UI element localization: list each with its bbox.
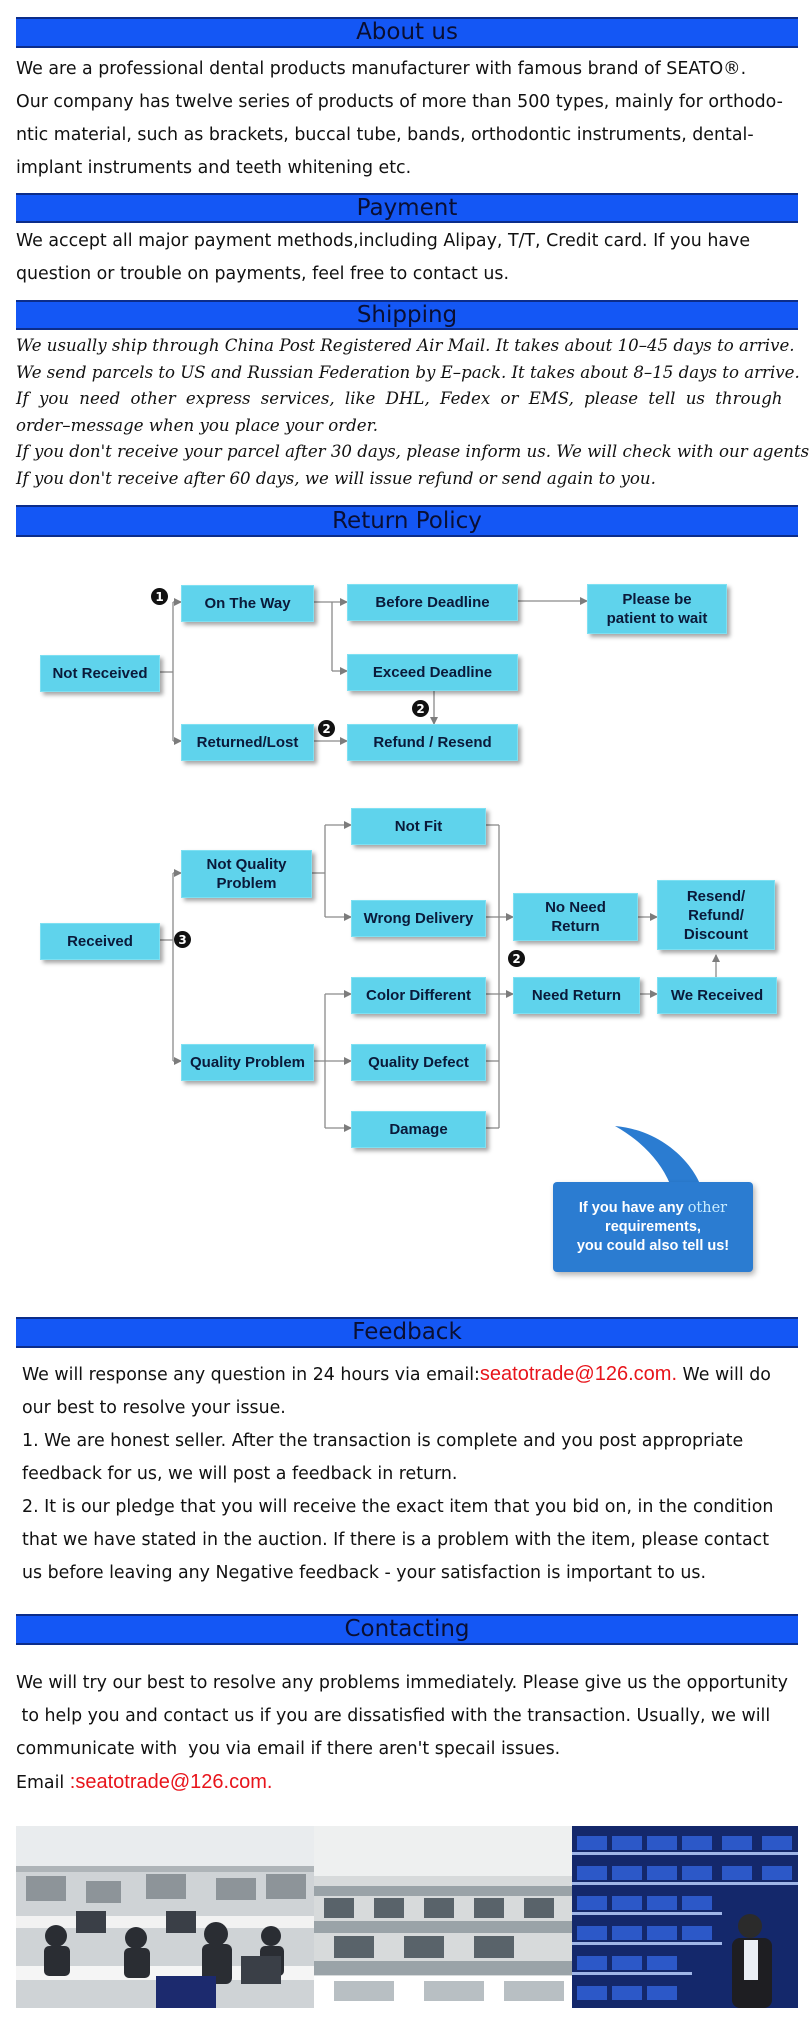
payment-line: We accept all major payment methods,incl…	[16, 231, 751, 251]
shipping-heading: Shipping	[356, 301, 458, 328]
about-line: We are a professional dental products ma…	[16, 59, 747, 79]
shipping-line: We send parcels to US and Russian Federa…	[16, 362, 800, 382]
payment-heading: Payment	[356, 194, 458, 221]
feedback-email[interactable]: seatotrade@126.com.	[479, 1363, 678, 1385]
node-quality-defect: Quality Defect	[351, 1044, 486, 1081]
node-refund-resend: Refund / Resend	[347, 724, 518, 761]
contacting-line: communicate with you via email if there …	[16, 1739, 561, 1759]
feedback-line: feedback for us, we will post a feedback…	[22, 1464, 458, 1484]
warehouse-photo	[572, 1826, 798, 2008]
node-please-be-patient: Please be patient to wait	[587, 584, 727, 634]
node-on-the-way: On The Way	[181, 585, 314, 622]
node-damage: Damage	[351, 1111, 486, 1148]
about-heading-band: About us	[16, 17, 798, 48]
node-no-need-return: No Need Return	[513, 893, 638, 941]
node-not-received: Not Received	[40, 655, 160, 692]
node-color-different: Color Different	[351, 977, 486, 1014]
feedback-line: that we have stated in the auction. If t…	[22, 1530, 770, 1550]
node-received: Received	[40, 923, 160, 960]
bubble-text: you could also tell us!	[576, 1237, 730, 1254]
contacting-line: to help you and contact us if you are di…	[16, 1706, 771, 1726]
about-line: ntic material, such as brackets, buccal …	[16, 125, 754, 145]
return-policy-heading: Return Policy	[332, 507, 482, 534]
node-not-quality-problem: Not Quality Problem	[181, 850, 312, 898]
node-exceed-deadline: Exceed Deadline	[347, 654, 518, 691]
office-photo	[16, 1826, 314, 2008]
contacting-email-label: Email	[16, 1773, 70, 1793]
contacting-heading-band: Contacting	[16, 1614, 798, 1645]
shipping-line: We usually ship through China Post Regis…	[16, 336, 795, 355]
step-marker-3: 3	[174, 931, 191, 948]
shipping-line: If you need other express services, like…	[16, 389, 783, 408]
node-wrong-delivery: Wrong Delivery	[351, 900, 486, 937]
contacting-email[interactable]: :seatotrade@126.com.	[69, 1771, 273, 1793]
node-not-fit: Not Fit	[351, 808, 486, 845]
contacting-text: We will try our best to resolve any prob…	[16, 1667, 796, 1800]
about-line: implant instruments and teeth whitening …	[16, 158, 412, 178]
about-text: We are a professional dental products ma…	[16, 53, 796, 185]
bubble-text-highlight: other	[687, 1199, 728, 1216]
other-requirements-bubble: If you have any other requirements, you …	[553, 1182, 753, 1272]
step-marker-1: 1	[151, 588, 168, 605]
node-before-deadline: Before Deadline	[347, 584, 518, 621]
feedback-line: We will do	[677, 1365, 771, 1385]
node-quality-problem: Quality Problem	[181, 1044, 314, 1081]
node-we-received: We Received	[657, 977, 777, 1014]
contacting-line: We will try our best to resolve any prob…	[16, 1673, 788, 1693]
shipping-line: If you don't receive your parcel after 3…	[16, 442, 809, 461]
step-marker-2: 2	[508, 950, 525, 967]
node-resend-refund-discount: Resend/ Refund/ Discount	[657, 880, 775, 950]
feedback-line: 2. It is our pledge that you will receiv…	[22, 1497, 774, 1517]
shipping-text: We usually ship through China Post Regis…	[16, 333, 809, 492]
payment-heading-band: Payment	[16, 193, 798, 223]
bubble-text: requirements,	[605, 1218, 701, 1235]
factory-photo	[314, 1826, 572, 2008]
about-line: Our company has twelve series of product…	[16, 92, 783, 112]
bubble-text: If you have any	[578, 1199, 688, 1216]
shipping-heading-band: Shipping	[16, 300, 798, 330]
feedback-line: We will response any question in 24 hour…	[22, 1365, 480, 1385]
feedback-heading-band: Feedback	[16, 1317, 798, 1348]
contacting-heading: Contacting	[344, 1616, 470, 1642]
payment-line: question or trouble on payments, feel fr…	[16, 264, 510, 284]
about-heading: About us	[356, 19, 458, 45]
shipping-line: If you don't receive after 60 days, we w…	[16, 468, 656, 488]
feedback-line: our best to resolve your issue.	[22, 1398, 286, 1418]
step-marker-2: 2	[318, 720, 335, 737]
shipping-line: order–message when you place your order.	[16, 415, 379, 435]
feedback-line: 1. We are honest seller. After the trans…	[22, 1431, 744, 1451]
feedback-text: We will response any question in 24 hour…	[22, 1358, 802, 1590]
return-policy-flowchart-lines	[158, 597, 720, 1184]
feedback-heading: Feedback	[352, 1319, 462, 1345]
node-need-return: Need Return	[513, 977, 640, 1014]
step-marker-2: 2	[412, 700, 429, 717]
payment-text: We accept all major payment methods,incl…	[16, 225, 796, 291]
feedback-line: us before leaving any Negative feedback …	[22, 1563, 707, 1583]
node-returned-lost: Returned/Lost	[181, 724, 314, 761]
return-policy-heading-band: Return Policy	[16, 505, 798, 537]
